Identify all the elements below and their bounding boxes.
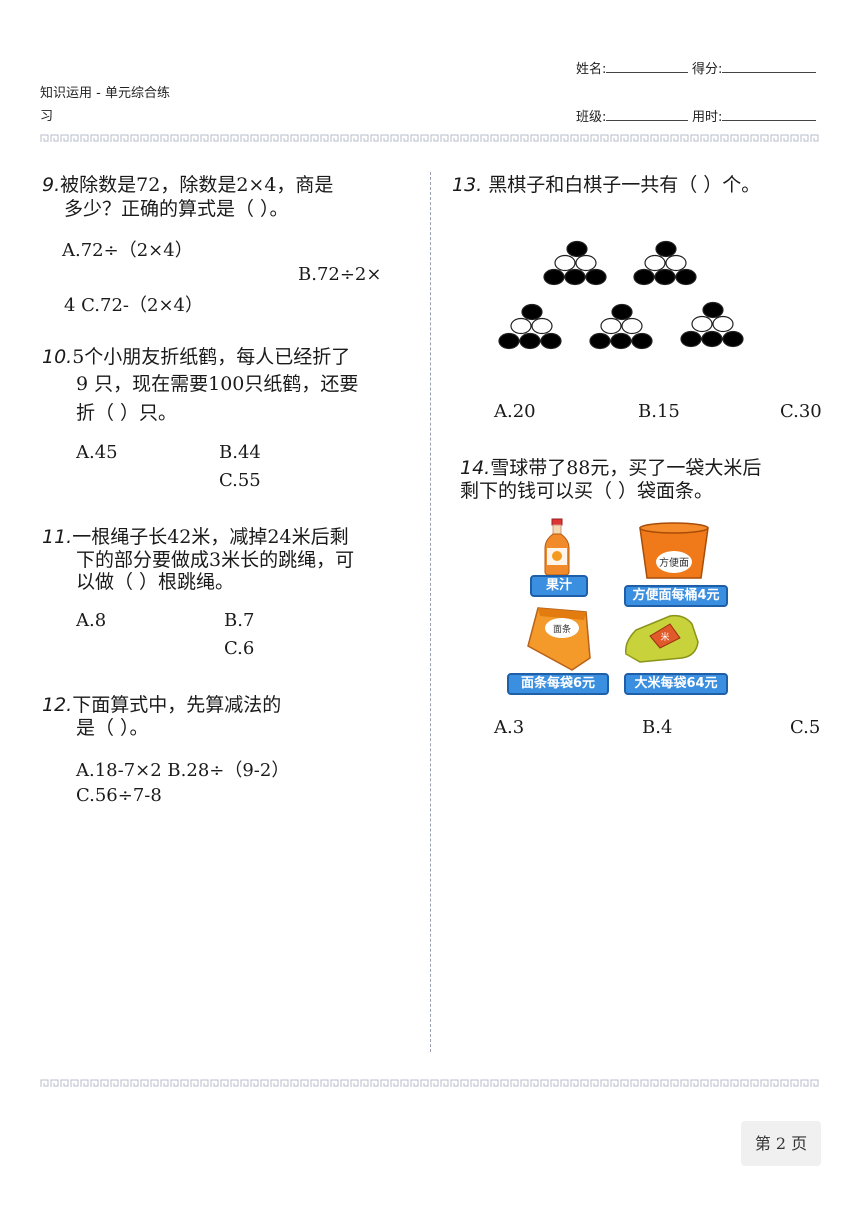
- question-13: 13.黑棋子和白棋子一共有（ ）个。: [452, 173, 760, 197]
- q10-line1: 5个小朋友折纸鹤，每人已经折了: [72, 346, 351, 368]
- score-field[interactable]: 得分:: [692, 58, 817, 77]
- chess-pieces-figure: [498, 240, 744, 350]
- top-decorative-border: [40, 134, 820, 143]
- class-label: 班级:: [576, 110, 607, 125]
- q11-option-b[interactable]: B.7: [224, 610, 255, 631]
- q12-line2: 是（ ）。: [76, 717, 149, 739]
- q11-option-a[interactable]: A.8: [76, 610, 107, 631]
- column-divider: [430, 172, 431, 1052]
- score-blank[interactable]: [722, 60, 817, 73]
- noodle-bag-icon: 面条: [527, 607, 591, 671]
- q10-option-b[interactable]: B.44: [219, 442, 261, 463]
- page-title-line2: 习: [40, 109, 54, 124]
- q9-line1: 被除数是72，除数是2×4，商是: [60, 174, 334, 196]
- time-blank[interactable]: [722, 108, 817, 121]
- q9-line2: 多少？正确的算式是（ ）。: [64, 198, 289, 220]
- q14-number: 14.: [460, 457, 491, 479]
- class-field[interactable]: 班级:: [576, 106, 689, 125]
- q9-number: 9.: [42, 174, 61, 196]
- q12-option-a-b[interactable]: A.18-7×2 B.28÷（9-2）: [76, 760, 290, 781]
- q11-line2: 下的部分要做成3米长的跳绳，可: [76, 549, 355, 571]
- label-noodle-bag: 面条每袋6元: [507, 673, 609, 695]
- question-14: 14.雪球带了88元，买了一袋大米后: [460, 456, 761, 480]
- score-label: 得分:: [692, 62, 723, 77]
- label-rice: 大米每袋64元: [624, 673, 728, 695]
- piece-group-2: [633, 240, 697, 286]
- question-12: 12.下面算式中，先算减法的: [42, 693, 281, 717]
- piece-group-5: [680, 301, 744, 348]
- question-10: 10.5个小朋友折纸鹤，每人已经折了: [42, 345, 350, 369]
- q14-line1: 雪球带了88元，买了一袋大米后: [490, 457, 762, 479]
- time-field[interactable]: 用时:: [692, 106, 817, 125]
- name-label: 姓名:: [576, 62, 607, 77]
- question-9: 9.被除数是72，除数是2×4，商是: [42, 173, 333, 197]
- bag-text: 面条: [553, 623, 571, 635]
- time-label: 用时:: [692, 110, 723, 125]
- q12-number: 12.: [42, 694, 73, 716]
- q13-option-b[interactable]: B.15: [638, 401, 680, 422]
- q11-line3: 以做（ ）根跳绳。: [76, 571, 235, 593]
- piece-group-4: [589, 303, 653, 350]
- q10-option-c[interactable]: C.55: [219, 470, 261, 491]
- q14-option-c[interactable]: C.5: [790, 717, 821, 738]
- q13-option-a[interactable]: A.20: [494, 401, 536, 422]
- bottom-decorative-border: [40, 1079, 820, 1088]
- name-field[interactable]: 姓名:: [576, 58, 689, 77]
- rice-mark: 米: [660, 631, 669, 643]
- q12-line1: 下面算式中，先算减法的: [72, 694, 282, 716]
- q12-option-c[interactable]: C.56÷7-8: [76, 785, 162, 806]
- instant-noodle-bucket-icon: 方便面: [639, 522, 709, 579]
- q11-number: 11.: [42, 526, 73, 548]
- q13-text: 黑棋子和白棋子一共有（ ）个。: [488, 174, 761, 196]
- q9-option-a[interactable]: A.72÷（2×4）: [62, 240, 193, 261]
- juice-bottle-icon: [544, 518, 570, 576]
- q9-option-b[interactable]: B.72÷2×: [298, 264, 382, 285]
- name-blank[interactable]: [606, 60, 689, 73]
- q10-number: 10.: [42, 346, 73, 368]
- label-noodle-bucket: 方便面每桶4元: [624, 585, 728, 607]
- q14-option-b[interactable]: B.4: [642, 717, 673, 738]
- q11-option-c[interactable]: C.6: [224, 638, 255, 659]
- rice-bag-icon: 米: [624, 614, 699, 663]
- piece-group-3: [498, 303, 562, 350]
- q11-line1: 一根绳子长42米，减掉24米后剩: [72, 526, 349, 548]
- q14-option-a[interactable]: A.3: [494, 717, 525, 738]
- class-blank[interactable]: [606, 108, 689, 121]
- q13-option-c[interactable]: C.30: [780, 401, 822, 422]
- question-11: 11.一根绳子长42米，减掉24米后剩: [42, 525, 349, 549]
- page-number: 第 2 页: [741, 1121, 821, 1166]
- q10-line2: 9 只，现在需要100只纸鹤，还要: [76, 373, 359, 395]
- q10-line3: 折（ ）只。: [76, 402, 178, 424]
- q9-option-b-c[interactable]: 4 C.72-（2×4）: [64, 295, 203, 316]
- q13-number: 13.: [452, 174, 483, 196]
- page-title-line1: 知识运用 - 单元综合练: [40, 86, 170, 101]
- label-juice: 果汁: [530, 575, 588, 597]
- q10-option-a[interactable]: A.45: [76, 442, 118, 463]
- q14-line2: 剩下的钱可以买（ ）袋面条。: [460, 480, 714, 502]
- piece-group-1: [543, 240, 607, 286]
- bucket-text: 方便面: [659, 556, 689, 569]
